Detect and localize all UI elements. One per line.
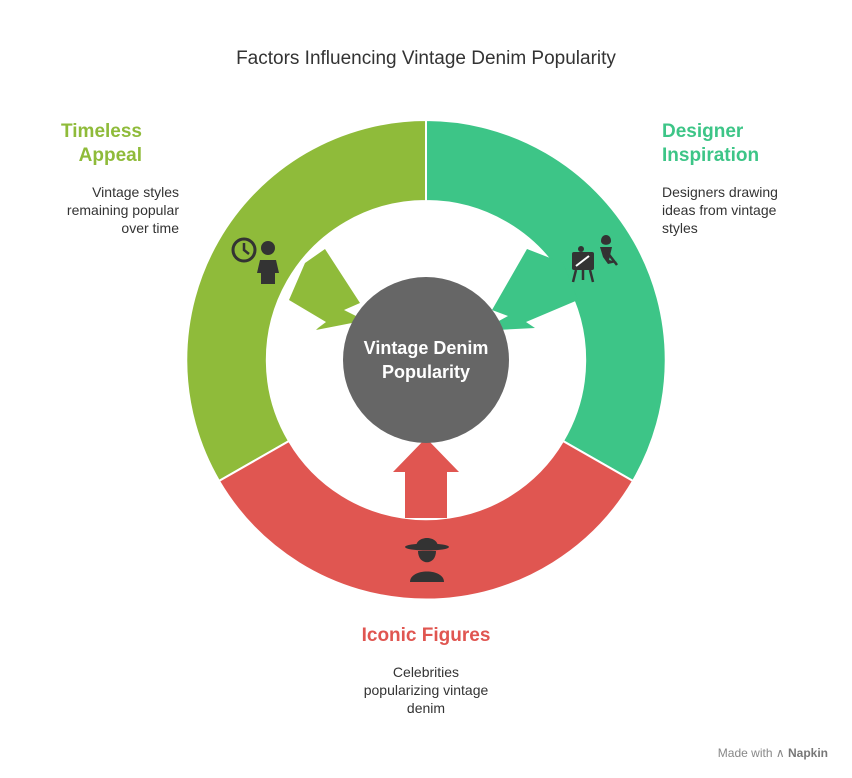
timeless-appeal-heading: Timeless Appeal: [61, 121, 142, 166]
timeless-appeal-segment: [185, 118, 427, 483]
clock-person-figure: [257, 241, 279, 284]
center-label: Vintage Denim Popularity: [363, 338, 489, 382]
iconic-figures-segment: [217, 439, 635, 601]
designer-inspiration-heading: Designer Inspiration: [662, 121, 760, 166]
designer-inspiration-segment: [425, 118, 667, 483]
center-circle: [343, 277, 509, 443]
timeless-appeal-description: Vintage styles remaining popular over ti…: [66, 184, 179, 236]
napkin-logo-icon: ∧: [775, 746, 785, 760]
made-with-napkin-footer: Made with ∧ Napkin: [717, 746, 828, 760]
iconic-figures-description: Celebrities popularizing vintage denim: [363, 664, 489, 716]
iconic-figures-arrow: [393, 438, 459, 518]
timeless-appeal-arrow: [289, 249, 360, 330]
clock-person-icon: [231, 237, 257, 263]
celebrity-hat-icon: [405, 538, 449, 582]
designer-inspiration-description: Designers drawing ideas from vintage sty…: [662, 184, 778, 236]
page-title: Factors Influencing Vintage Denim Popula…: [236, 48, 616, 69]
iconic-figures-heading: Iconic Figures: [361, 625, 491, 646]
designer-easel-icon: [571, 235, 618, 283]
designer-inspiration-arrow: [492, 249, 578, 330]
